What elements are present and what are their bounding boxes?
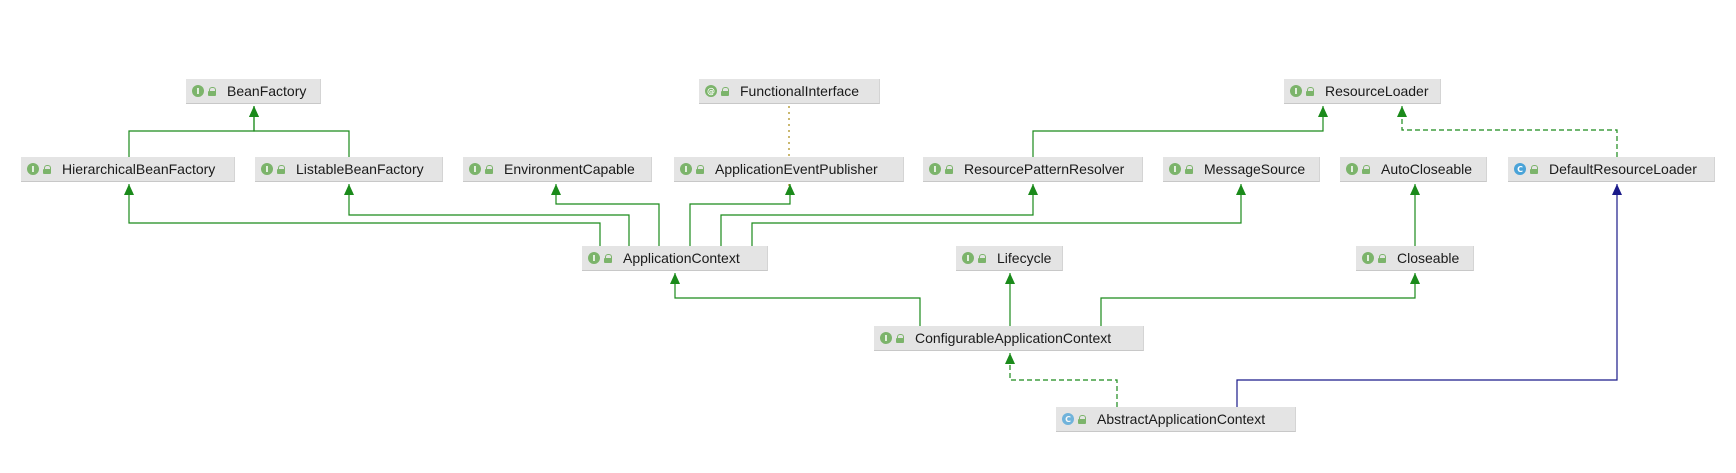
node-abstract-application-context[interactable]: C AbstractApplicationContext bbox=[1056, 407, 1296, 432]
node-resource-pattern-resolver[interactable]: I ResourcePatternResolver bbox=[923, 157, 1143, 182]
node-label: Closeable bbox=[1397, 250, 1460, 266]
edge-applicationContext-to-messageSource bbox=[751, 184, 1242, 246]
edge-applicationContext-to-resourcePatternResolver bbox=[720, 184, 1034, 246]
interface-icon: I bbox=[1290, 85, 1302, 97]
arrowhead-extends bbox=[1410, 184, 1420, 195]
class-icon: C bbox=[1514, 163, 1526, 175]
lock-icon bbox=[485, 164, 494, 174]
interface-icon: I bbox=[1362, 252, 1374, 264]
lock-icon bbox=[277, 164, 286, 174]
lock-icon bbox=[1530, 164, 1539, 174]
edge-defaultResourceLoader-to-resourceLoader bbox=[1401, 106, 1618, 157]
arrowhead-extends bbox=[1028, 184, 1038, 195]
node-label: ApplicationEventPublisher bbox=[715, 161, 878, 177]
node-resource-loader[interactable]: I ResourceLoader bbox=[1284, 79, 1441, 104]
arrowhead-extends bbox=[785, 184, 795, 195]
lock-icon bbox=[978, 253, 987, 263]
node-functional-interface[interactable]: @ FunctionalInterface bbox=[699, 79, 880, 104]
annotation-icon: @ bbox=[705, 85, 717, 97]
arrowhead-extends bbox=[249, 106, 259, 117]
node-label: FunctionalInterface bbox=[740, 83, 860, 99]
node-label: ResourceLoader bbox=[1325, 83, 1429, 99]
node-lifecycle[interactable]: I Lifecycle bbox=[956, 246, 1063, 271]
interface-icon: I bbox=[962, 252, 974, 264]
node-label: ResourcePatternResolver bbox=[964, 161, 1125, 177]
arrowhead-extends bbox=[1318, 106, 1328, 117]
lock-icon bbox=[43, 164, 52, 174]
lock-icon bbox=[208, 86, 217, 96]
arrowhead-implements bbox=[1005, 353, 1015, 364]
lock-icon bbox=[1078, 414, 1087, 424]
lock-icon bbox=[945, 164, 954, 174]
lock-icon bbox=[1306, 86, 1315, 96]
lock-icon bbox=[1362, 164, 1371, 174]
node-application-context[interactable]: I ApplicationContext bbox=[582, 246, 768, 271]
edge-listableBeanFactory-to-beanFactory bbox=[253, 106, 350, 157]
node-listable-bean-factory[interactable]: I ListableBeanFactory bbox=[255, 157, 443, 182]
node-label: ConfigurableApplicationContext bbox=[915, 330, 1112, 346]
interface-icon: I bbox=[588, 252, 600, 264]
lock-icon bbox=[1185, 164, 1194, 174]
arrowhead-class-extends bbox=[1612, 184, 1622, 195]
arrowhead-implements bbox=[1397, 106, 1407, 117]
node-auto-closeable[interactable]: I AutoCloseable bbox=[1340, 157, 1487, 182]
interface-icon: I bbox=[192, 85, 204, 97]
interface-icon: I bbox=[680, 163, 692, 175]
interface-icon: I bbox=[261, 163, 273, 175]
arrowhead-extends bbox=[124, 184, 134, 195]
node-label: Lifecycle bbox=[997, 250, 1052, 266]
lock-icon bbox=[696, 164, 705, 174]
node-label: BeanFactory bbox=[227, 83, 307, 99]
edge-hierarchicalBeanFactory-to-beanFactory bbox=[128, 106, 255, 157]
lock-icon bbox=[896, 333, 905, 343]
interface-icon: I bbox=[1169, 163, 1181, 175]
edge-configurableApplicationContext-to-closeable bbox=[1100, 273, 1416, 326]
interface-icon: I bbox=[469, 163, 481, 175]
node-closeable[interactable]: I Closeable bbox=[1356, 246, 1474, 271]
edge-applicationContext-to-listableBeanFactory bbox=[348, 184, 630, 246]
interface-icon: I bbox=[27, 163, 39, 175]
node-message-source[interactable]: I MessageSource bbox=[1163, 157, 1320, 182]
lock-icon bbox=[721, 86, 730, 96]
node-label: MessageSource bbox=[1204, 161, 1306, 177]
arrowhead-extends bbox=[670, 273, 680, 284]
node-label: ApplicationContext bbox=[623, 250, 740, 266]
node-default-resource-loader[interactable]: C DefaultResourceLoader bbox=[1508, 157, 1715, 182]
abstract-class-icon: C bbox=[1062, 413, 1074, 425]
edge-resourcePatternResolver-to-resourceLoader bbox=[1032, 106, 1324, 157]
node-label: HierarchicalBeanFactory bbox=[62, 161, 216, 177]
node-label: EnvironmentCapable bbox=[504, 161, 635, 177]
arrowhead-extends bbox=[344, 184, 354, 195]
edge-abstractApplicationContext-to-defaultResourceLoader bbox=[1236, 184, 1618, 407]
edge-abstractApplicationContext-to-configurableApplicationContext bbox=[1009, 353, 1118, 407]
node-label: ListableBeanFactory bbox=[296, 161, 424, 177]
node-environment-capable[interactable]: I EnvironmentCapable bbox=[463, 157, 652, 182]
arrowhead-extends bbox=[1410, 273, 1420, 284]
edge-applicationContext-to-hierarchicalBeanFactory bbox=[128, 184, 601, 246]
node-application-event-publisher[interactable]: I ApplicationEventPublisher bbox=[674, 157, 904, 182]
node-hierarchical-bean-factory[interactable]: I HierarchicalBeanFactory bbox=[21, 157, 235, 182]
node-label: DefaultResourceLoader bbox=[1549, 161, 1697, 177]
arrowhead-extends bbox=[1005, 273, 1015, 284]
node-bean-factory[interactable]: I BeanFactory bbox=[186, 79, 321, 104]
lock-icon bbox=[1378, 253, 1387, 263]
edge-configurableApplicationContext-to-applicationContext bbox=[674, 273, 921, 326]
interface-icon: I bbox=[929, 163, 941, 175]
node-configurable-application-context[interactable]: I ConfigurableApplicationContext bbox=[874, 326, 1144, 351]
arrowhead-extends bbox=[1236, 184, 1246, 195]
interface-icon: I bbox=[880, 332, 892, 344]
arrowhead-extends bbox=[551, 184, 561, 195]
lock-icon bbox=[604, 253, 613, 263]
node-label: AbstractApplicationContext bbox=[1097, 411, 1266, 427]
interface-icon: I bbox=[1346, 163, 1358, 175]
node-label: AutoCloseable bbox=[1381, 161, 1473, 177]
